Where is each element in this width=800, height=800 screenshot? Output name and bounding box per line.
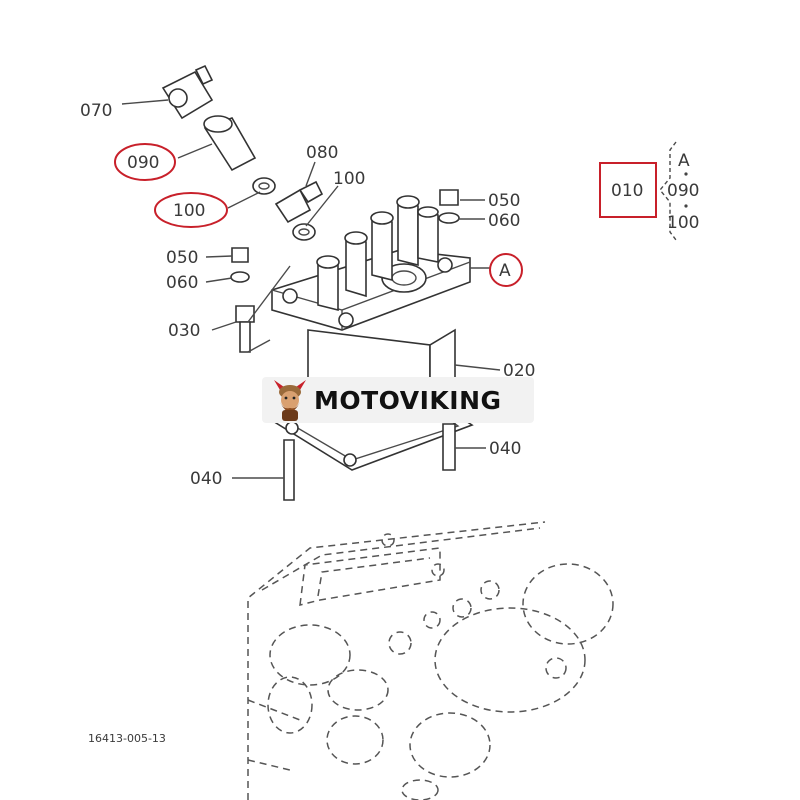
label-set-A: A: [678, 151, 690, 171]
label-100-b: 100: [333, 169, 365, 189]
engine-block: [247, 521, 614, 800]
highlight-100: [154, 192, 228, 228]
label-A: A: [499, 261, 511, 281]
drawing-number: 16413-005-13: [88, 732, 166, 745]
label-080: 080: [306, 143, 338, 163]
label-020: 020: [503, 361, 535, 381]
label-090: 090: [127, 153, 159, 173]
viking-mascot-icon: [274, 380, 306, 421]
label-070: 070: [80, 101, 112, 121]
set-bracket: [659, 141, 688, 241]
label-040-left: 040: [190, 469, 222, 489]
highlight-A: [489, 253, 523, 287]
label-set-100: 100: [667, 213, 699, 233]
part-labels: 070 090 100 080 100 050 060 050 060 A 03…: [80, 101, 699, 745]
label-060-left: 060: [166, 273, 198, 293]
highlight-marks: [114, 143, 657, 287]
label-set-090: 090: [667, 181, 699, 201]
highlight-010: [599, 162, 657, 218]
label-100-a: 100: [173, 201, 205, 221]
label-set-010: 010: [611, 181, 643, 201]
leader-lines: [121, 99, 501, 479]
highlight-090: [114, 143, 176, 181]
label-050-right: 050: [488, 191, 520, 211]
small-parts: [161, 64, 460, 501]
label-060-right: 060: [488, 211, 520, 231]
label-030: 030: [168, 321, 200, 341]
watermark-text: MOTOVIKING: [314, 385, 502, 415]
label-040-right: 040: [489, 439, 521, 459]
watermark-banner: MOTOVIKING: [262, 377, 534, 423]
label-050-left: 050: [166, 248, 198, 268]
